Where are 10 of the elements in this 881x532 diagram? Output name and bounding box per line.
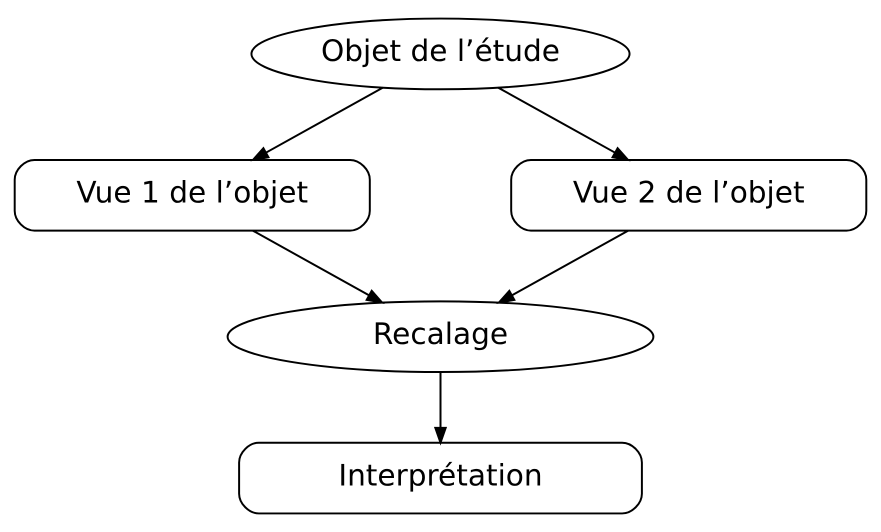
- arrow: [496, 230, 628, 304]
- arrow: [252, 230, 385, 304]
- node-box: Vue 1 de l’objet: [14, 158, 371, 232]
- node-box: Interprétation: [238, 442, 643, 514]
- arrow: [250, 86, 384, 162]
- arrow: [434, 372, 448, 446]
- arrow: [498, 86, 631, 162]
- node-box: Vue 2 de l’objet: [510, 158, 868, 232]
- node-ellipse: Recalage: [226, 300, 654, 374]
- node-ellipse: Objet de l’étude: [250, 18, 631, 90]
